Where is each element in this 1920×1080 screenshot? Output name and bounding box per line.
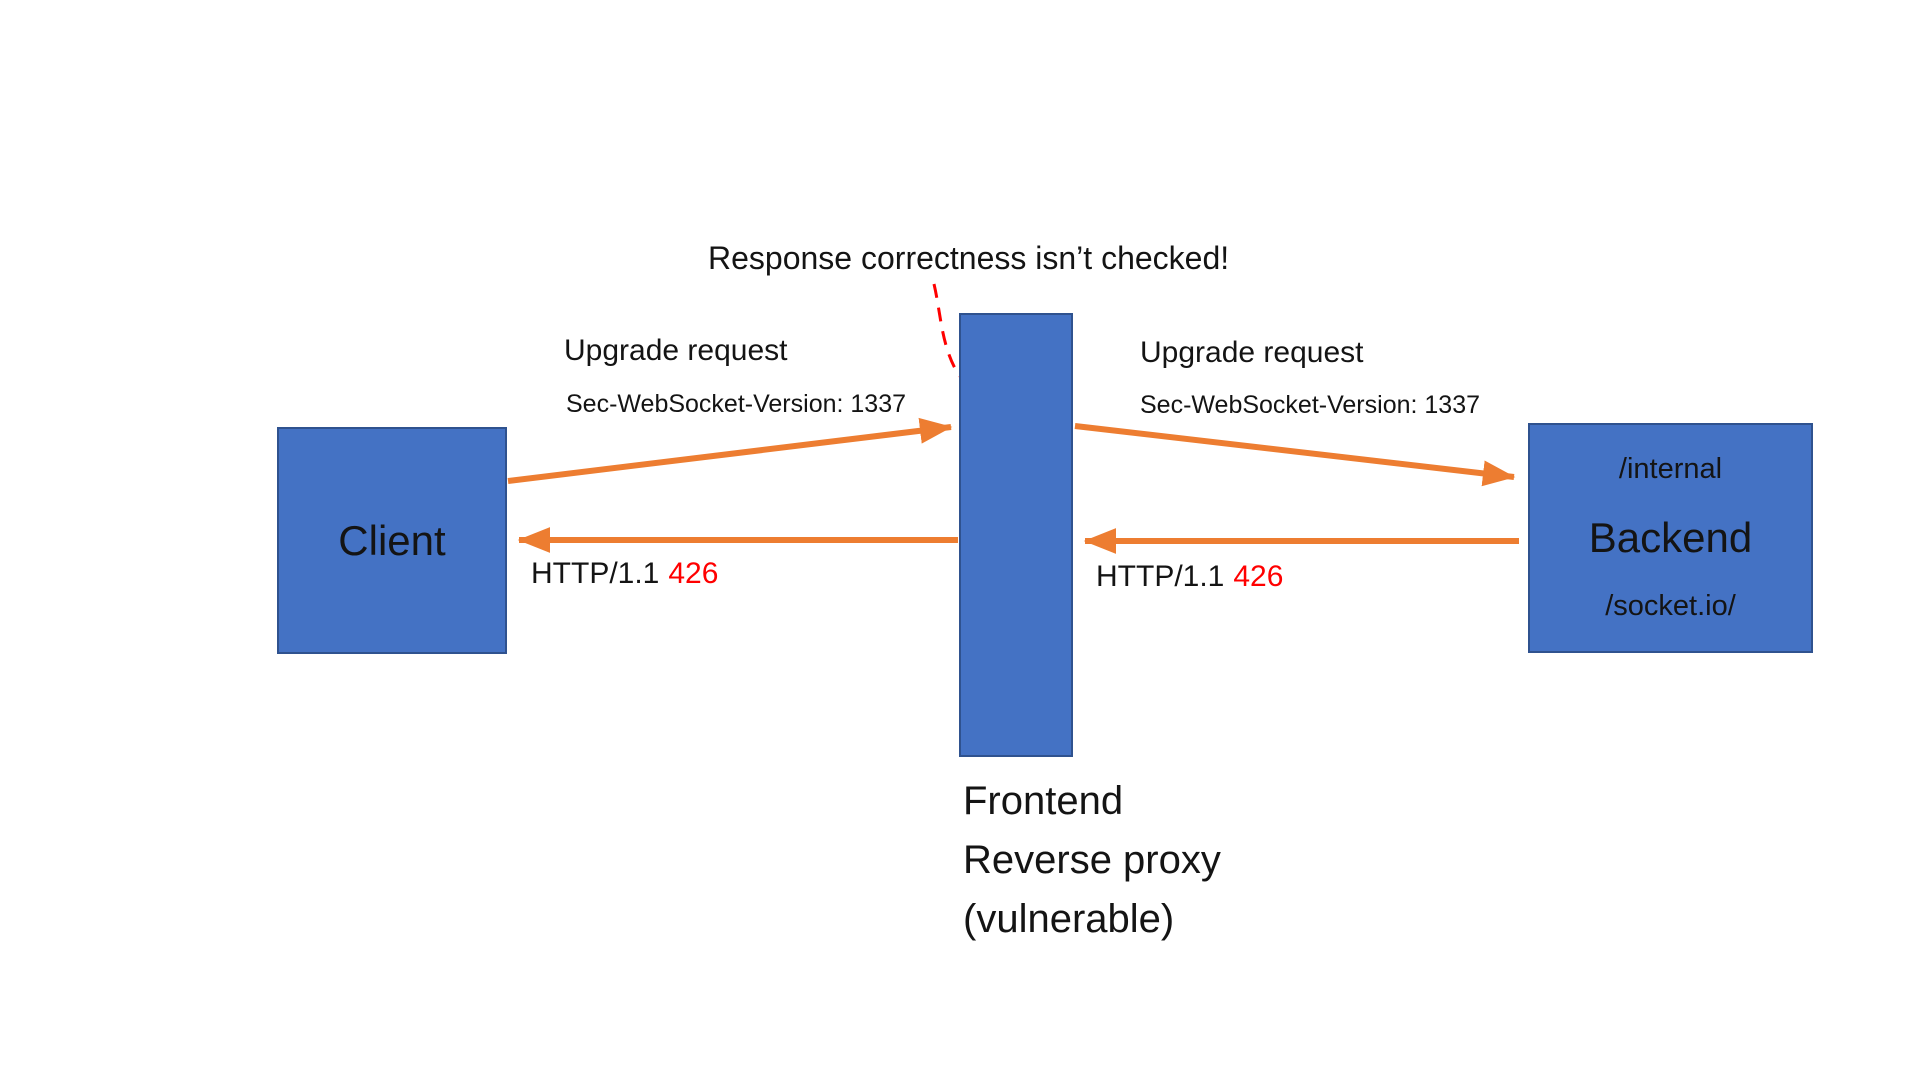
edge-label-upgrade-request-right: Upgrade request (1140, 336, 1364, 369)
edge-label-upgrade-request-left: Upgrade request (564, 334, 788, 367)
proxy-caption: Frontend Reverse proxy (vulnerable) (963, 772, 1221, 949)
backend-node: /internal Backend /socket.io/ (1528, 423, 1813, 653)
status-code-426: 426 (1233, 560, 1284, 593)
backend-path-internal: /internal (1618, 453, 1723, 485)
annotation-response-correctness: Response correctness isn’t checked! (708, 240, 1230, 276)
proxy-caption-line1: Frontend (963, 779, 1124, 823)
arrow-client-to-proxy (507, 417, 953, 484)
client-node: Client (277, 427, 507, 654)
proxy-node (959, 313, 1073, 757)
status-code-426: 426 (668, 557, 719, 590)
http-version-text: HTTP/1.1 (1096, 560, 1225, 593)
backend-label: Backend (1588, 514, 1753, 561)
edge-label-websocket-version-right: Sec-WebSocket-Version: 1337 (1140, 391, 1481, 419)
proxy-caption-line3: (vulnerable) (963, 897, 1175, 941)
proxy-caption-line2: Reverse proxy (963, 838, 1221, 882)
http-version-text: HTTP/1.1 (531, 557, 660, 590)
arrow-proxy-to-backend (1074, 423, 1516, 487)
edge-label-websocket-version-left: Sec-WebSocket-Version: 1337 (566, 390, 907, 418)
client-label: Client (338, 516, 446, 564)
backend-path-socketio: /socket.io/ (1605, 590, 1736, 622)
